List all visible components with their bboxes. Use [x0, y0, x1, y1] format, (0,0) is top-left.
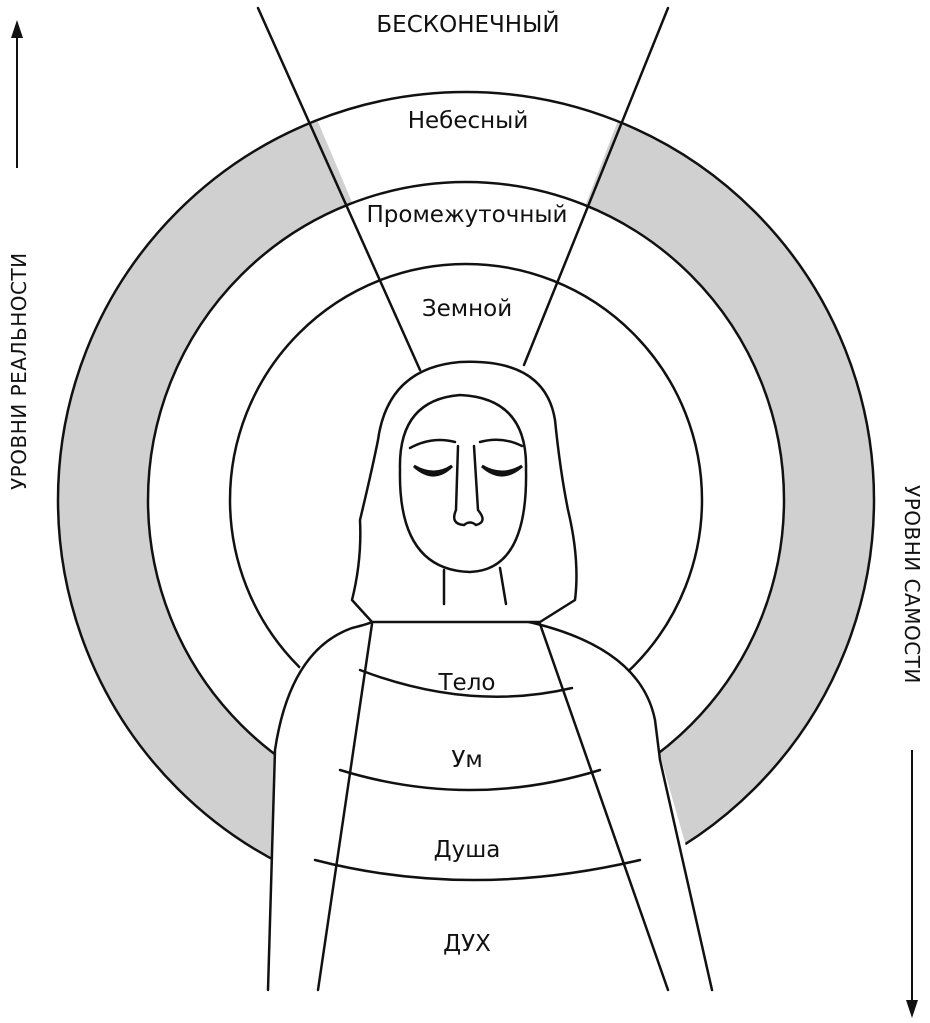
label-intermediate: Промежуточный — [366, 202, 567, 228]
left-body-outline — [266, 620, 374, 992]
arrow-down-icon — [906, 1000, 918, 1018]
label-soul: Душа — [434, 837, 501, 863]
cone-left-line — [256, 6, 422, 372]
arrow-up-icon — [11, 20, 23, 38]
label-mind: Ум — [451, 747, 482, 773]
human-figure — [266, 360, 714, 992]
cone-right-line — [522, 6, 670, 367]
label-celestial: Небесный — [408, 108, 529, 134]
right-body-outline — [518, 618, 714, 992]
left-arm-line — [316, 622, 374, 992]
right-arm-line — [538, 622, 670, 992]
self-axis-label: УРОВНИ САМОСТИ — [900, 485, 924, 684]
arc-soul-spirit — [313, 858, 642, 882]
arc-mind-soul — [338, 768, 602, 792]
self-level-arcs — [313, 668, 642, 882]
right-eye-closed-icon — [480, 464, 524, 477]
right-brow — [478, 438, 524, 448]
nose — [453, 444, 484, 527]
neck-right — [498, 566, 508, 606]
face — [398, 393, 528, 574]
self-axis: УРОВНИ САМОСТИ — [900, 485, 924, 1018]
left-eye-closed-icon — [412, 464, 454, 477]
label-earthly: Земной — [422, 296, 512, 322]
label-spirit: ДУХ — [443, 931, 491, 957]
label-body: Тело — [438, 670, 496, 696]
reality-axis: УРОВНИ РЕАЛЬНОСТИ — [7, 20, 31, 490]
reality-axis-label: УРОВНИ РЕАЛЬНОСТИ — [7, 252, 31, 490]
body-silhouette — [268, 620, 712, 990]
label-infinite: БЕСКОНЕЧНЫЙ — [376, 10, 559, 38]
arc-body-mind — [358, 668, 574, 698]
view-cone — [258, 92, 672, 370]
left-brow — [408, 438, 457, 450]
